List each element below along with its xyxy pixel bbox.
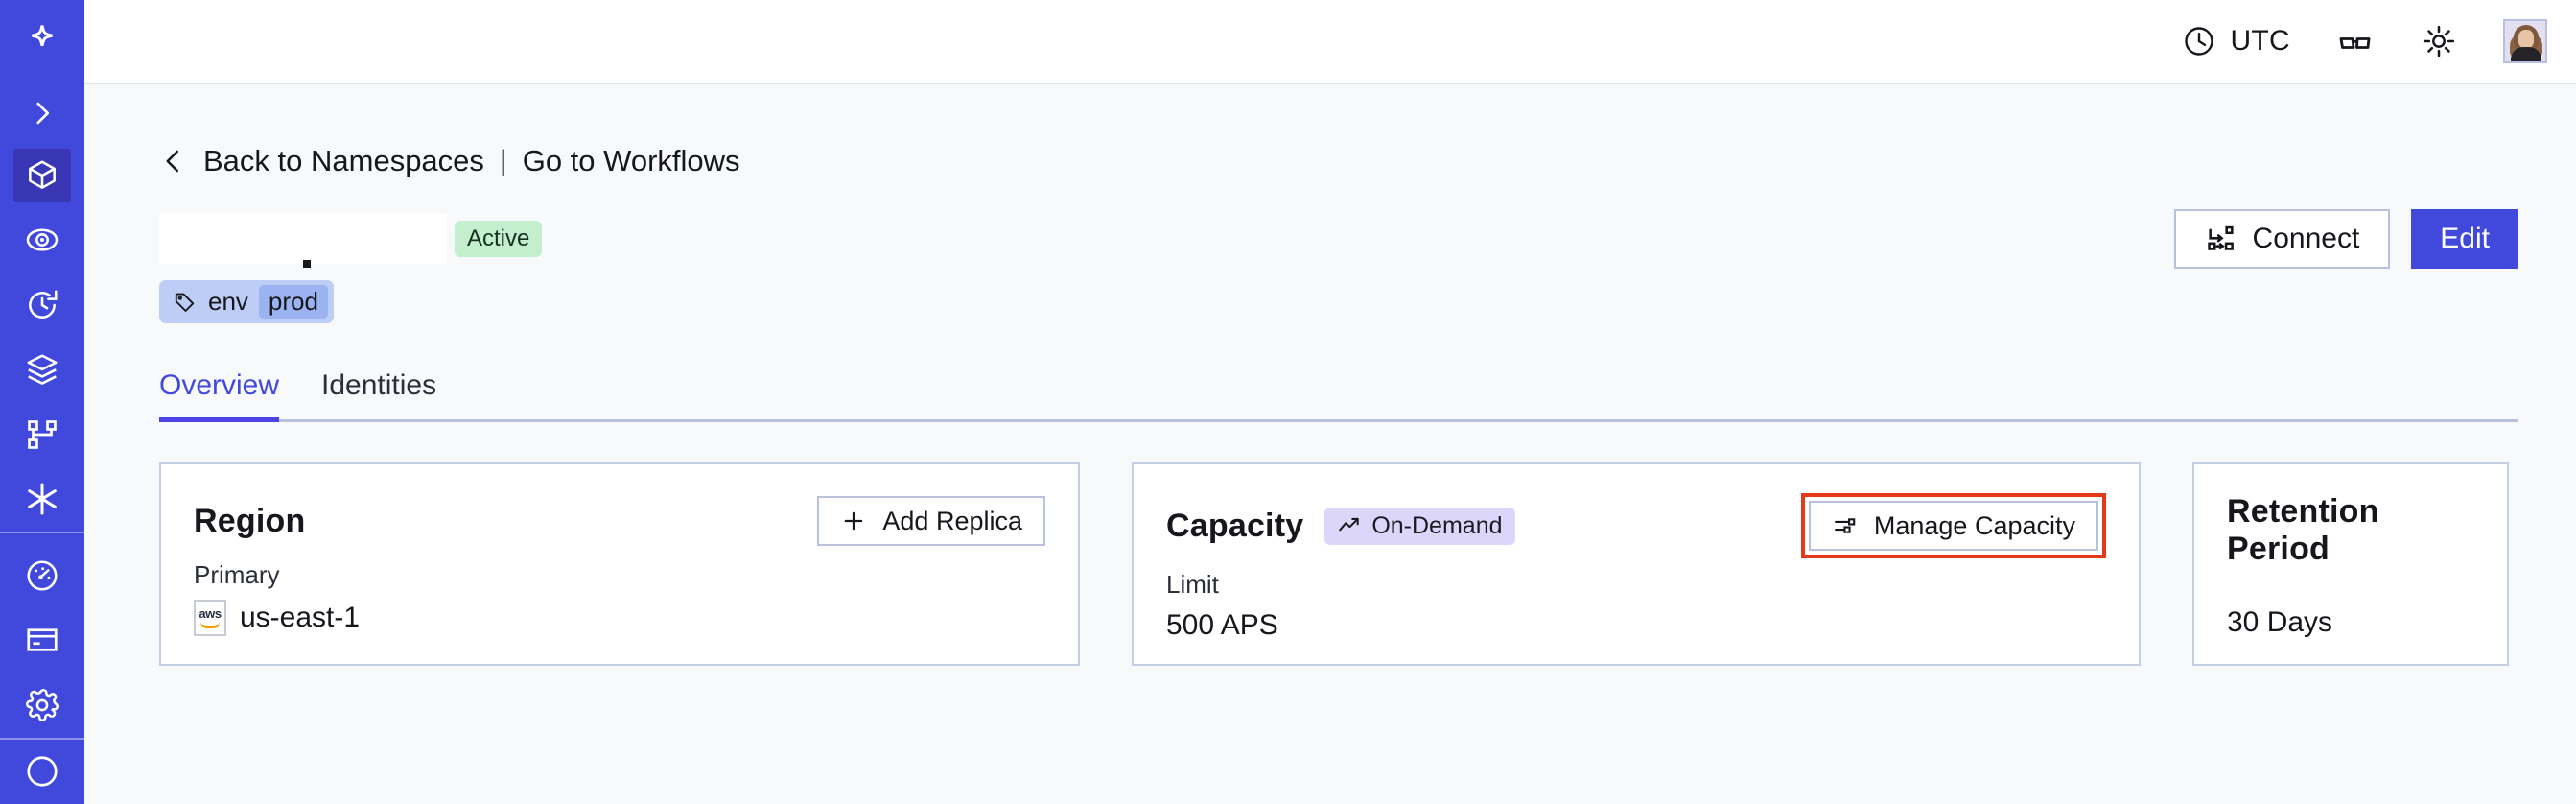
- region-card: Region Add Replica Primary aws: [159, 462, 1080, 666]
- aws-icon: aws: [194, 600, 226, 636]
- retention-value: 30 Days: [2227, 606, 2333, 638]
- tab-bar: Overview Identities: [159, 369, 2518, 422]
- eye-icon: [26, 228, 59, 251]
- clock-icon: [2185, 27, 2214, 56]
- manage-capacity-button[interactable]: Manage Capacity: [1808, 501, 2098, 551]
- manage-capacity-highlight: Manage Capacity: [1800, 493, 2106, 558]
- sidebar-divider-1: [0, 532, 84, 534]
- trend-up-icon: [1339, 517, 1360, 532]
- timezone-label: UTC: [2230, 25, 2290, 57]
- breadcrumb-separator: |: [499, 145, 507, 177]
- top-bar: UTC: [84, 0, 2576, 84]
- capacity-card-title: Capacity: [1166, 507, 1304, 544]
- capacity-mode-label: On-Demand: [1371, 511, 1503, 539]
- sidebar-item-settings[interactable]: [0, 673, 84, 738]
- top-bar-actions: UTC: [2182, 19, 2547, 63]
- sun-icon: [2423, 25, 2455, 58]
- retention-card: Retention Period 30 Days: [2192, 462, 2509, 666]
- overview-cards: Region Add Replica Primary aws: [159, 462, 2518, 666]
- status-badge: Active: [455, 221, 543, 257]
- region-value-row: aws us-east-1: [194, 600, 1045, 636]
- sidebar-item-namespaces[interactable]: [0, 143, 84, 208]
- credit-card-icon: [27, 628, 58, 651]
- retention-spacer: [2227, 568, 2474, 589]
- reading-mode-button[interactable]: [2336, 22, 2375, 60]
- avatar-body: [2511, 47, 2541, 61]
- add-replica-label: Add Replica: [882, 506, 1022, 535]
- chevron-left-icon: [166, 150, 178, 173]
- capacity-limit-label: Limit: [1166, 570, 1219, 599]
- avatar[interactable]: [2503, 19, 2547, 63]
- add-replica-button[interactable]: Add Replica: [817, 496, 1045, 546]
- back-button[interactable]: [159, 145, 188, 177]
- plus-icon: [845, 511, 863, 531]
- namespace-title-row: Active Connect Edit: [159, 209, 2518, 269]
- capacity-card-header: Capacity On-Demand: [1166, 493, 2106, 558]
- timezone-selector[interactable]: UTC: [2182, 24, 2290, 59]
- theme-toggle-button[interactable]: [2421, 23, 2457, 59]
- sidebar-item-billing[interactable]: [0, 607, 84, 673]
- left-sidebar: [0, 0, 84, 804]
- sidebar-item-observability[interactable]: [0, 207, 84, 272]
- sliders-icon: [1834, 518, 1856, 533]
- sidebar-divider-2: [0, 737, 84, 740]
- sidebar-item-nexus[interactable]: [0, 467, 84, 532]
- connect-button-label: Connect: [2252, 223, 2360, 254]
- layers-icon: [27, 354, 58, 386]
- tag-env-prod[interactable]: env prod: [159, 280, 334, 323]
- tab-overview[interactable]: Overview: [159, 369, 280, 422]
- help-circle-icon: [27, 756, 58, 787]
- tab-identities[interactable]: Identities: [321, 369, 437, 401]
- text-cursor-marker: [303, 260, 311, 268]
- gauge-icon: [27, 560, 58, 591]
- namespace-name: [159, 214, 447, 268]
- connect-flow-icon: [2207, 225, 2234, 250]
- tag-key: env: [208, 287, 248, 316]
- edit-button[interactable]: Edit: [2411, 209, 2518, 269]
- sidebar-item-batch-operations[interactable]: [0, 337, 84, 402]
- sidebar-collapse-toggle[interactable]: [0, 83, 84, 143]
- main-area: UTC: [84, 0, 2576, 804]
- page-content: Back to Namespaces | Go to Workflows Act…: [84, 84, 2576, 666]
- workflow-graph-icon: [28, 419, 57, 449]
- breadcrumb-workflows-link[interactable]: Go to Workflows: [522, 144, 740, 177]
- breadcrumb: Back to Namespaces | Go to Workflows: [159, 144, 2518, 178]
- gear-icon: [26, 688, 59, 721]
- region-card-header: Region Add Replica: [194, 493, 1045, 549]
- avatar-face: [2518, 30, 2534, 49]
- namespace-tags: env prod: [159, 280, 2518, 323]
- sidebar-item-usage[interactable]: [0, 543, 84, 608]
- sidebar-item-help[interactable]: [0, 740, 84, 804]
- app-logo[interactable]: [0, 0, 84, 83]
- connect-button[interactable]: Connect: [2173, 209, 2391, 269]
- retention-card-title: Retention Period: [2227, 493, 2379, 567]
- tag-value: prod: [258, 285, 328, 319]
- edit-button-label: Edit: [2440, 223, 2490, 254]
- asterisk-icon: [28, 483, 57, 515]
- capacity-card: Capacity On-Demand: [1132, 462, 2141, 666]
- retention-card-header: Retention Period: [2227, 493, 2474, 568]
- capacity-mode-badge: On-Demand: [1324, 507, 1515, 545]
- chevron-right-icon: [36, 102, 50, 125]
- region-primary-label: Primary: [194, 560, 280, 589]
- breadcrumb-back-link[interactable]: Back to Namespaces: [203, 144, 484, 177]
- manage-capacity-label: Manage Capacity: [1873, 510, 2075, 540]
- region-value: us-east-1: [240, 602, 361, 633]
- temporal-logo-icon: [32, 24, 53, 46]
- glasses-icon: [2339, 37, 2371, 49]
- capacity-limit-value: 500 APS: [1166, 609, 1278, 641]
- region-card-title: Region: [194, 502, 306, 539]
- sidebar-item-schedules[interactable]: [0, 272, 84, 338]
- cube-icon: [29, 160, 56, 189]
- tag-icon: [175, 293, 195, 312]
- clock-rotate-icon: [29, 290, 58, 319]
- sidebar-item-workflows[interactable]: [0, 402, 84, 467]
